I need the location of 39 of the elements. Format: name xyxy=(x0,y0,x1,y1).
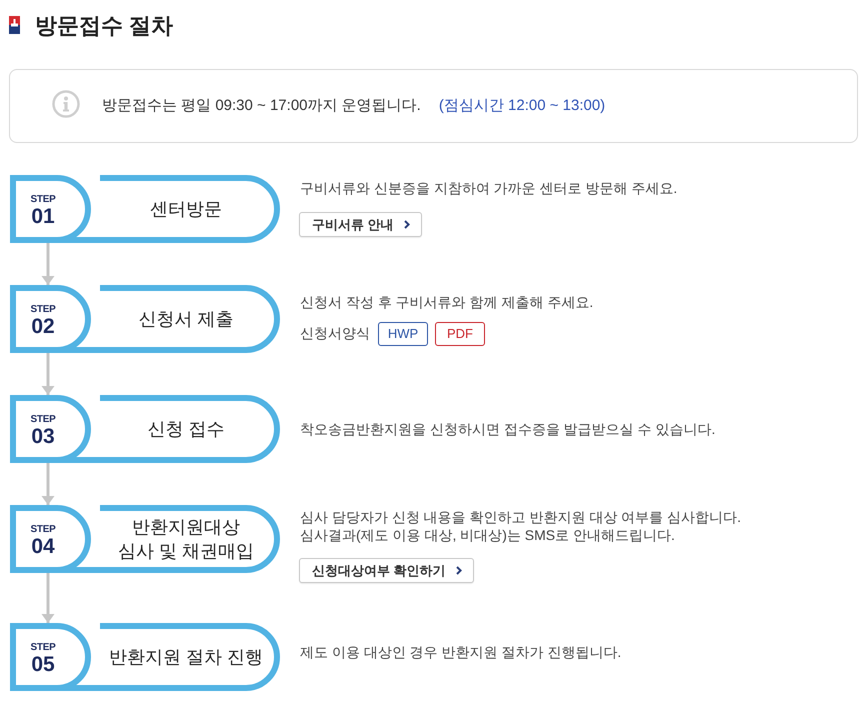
form-label: 신청서양식 xyxy=(300,324,370,343)
link-button: 구비서류 안내 xyxy=(299,212,422,237)
step-label: STEP xyxy=(30,524,56,536)
link-button: 신청대상여부 확인하기 xyxy=(299,558,474,583)
step-shape xyxy=(10,623,280,691)
step-label: STEP xyxy=(30,194,56,206)
step-label: STEP xyxy=(30,642,56,654)
description-text: 심사결과(제도 이용 대상, 비대상)는 SMS로 안내해드립니다. xyxy=(300,526,675,545)
arrow xyxy=(42,243,54,285)
step-title: 센터방문 xyxy=(150,198,222,221)
step-number: 01 xyxy=(30,206,56,228)
step-shape xyxy=(10,285,280,353)
description-text: 심사 담당자가 신청 내용을 확인하고 반환지원 대상 여부를 심사합니다. xyxy=(300,508,742,527)
step-label: STEP xyxy=(30,414,56,426)
description-text: 제도 이용 대상인 경우 반환지원 절차가 진행됩니다. xyxy=(300,643,622,662)
step-number: 02 xyxy=(30,316,56,338)
step-shape xyxy=(10,505,280,573)
note-text: (점심시간 12:00 ~ 13:00) xyxy=(438,96,606,116)
step-number: 03 xyxy=(30,426,56,448)
step-label: STEP xyxy=(30,304,56,316)
page-title: 방문접수 절차 xyxy=(35,12,174,40)
description-text: 구비서류와 신분증을 지참하여 가까운 센터로 방문해 주세요. xyxy=(300,179,678,198)
arrow xyxy=(42,353,54,395)
arrow xyxy=(42,463,54,505)
description-text: 착오송금반환지원을 신청하시면 접수증을 발급받으실 수 있습니다. xyxy=(300,420,716,439)
notice-box xyxy=(9,69,858,143)
file-button: HWP xyxy=(378,322,428,346)
arrow xyxy=(42,573,54,623)
step-title: 신청서 제출 xyxy=(138,308,234,331)
step-number: 05 xyxy=(30,654,56,676)
step-shape xyxy=(10,395,280,463)
step-title: 신청 접수 xyxy=(147,418,224,441)
notice-text: 방문접수는 평일 09:30 ~ 17:00까지 운영됩니다. xyxy=(102,96,421,116)
step-title: 반환지원 절차 진행 xyxy=(108,646,263,669)
step-shape xyxy=(10,175,280,243)
description-text: 신청서 작성 후 구비서류와 함께 제출해 주세요. xyxy=(300,293,594,312)
step-number: 04 xyxy=(30,536,56,558)
step-title: 반환지원대상 심사 및 채권매입 xyxy=(116,516,255,563)
file-button: PDF xyxy=(435,322,485,346)
